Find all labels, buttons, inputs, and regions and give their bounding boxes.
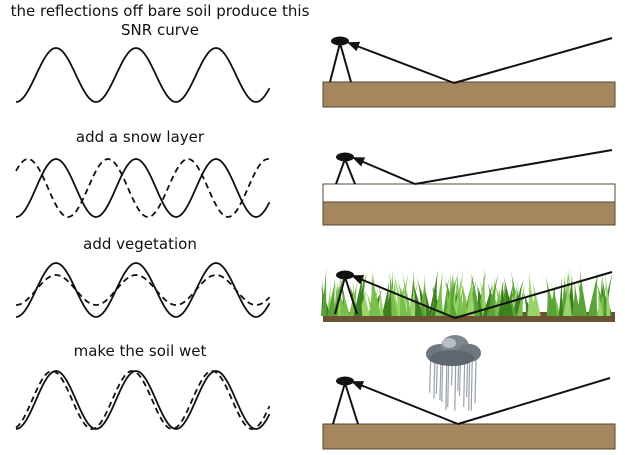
grass-blade bbox=[469, 269, 481, 316]
grass-blade bbox=[571, 280, 581, 316]
caption-bare-soil: the reflections off bare soil produce th… bbox=[0, 2, 320, 40]
grass-blade bbox=[387, 279, 398, 316]
grass-blade bbox=[457, 280, 463, 316]
grass-blade bbox=[512, 286, 519, 316]
grass-layer bbox=[320, 268, 613, 316]
scene-wet-soil bbox=[322, 335, 616, 450]
soil-layer bbox=[322, 201, 616, 226]
grass-blade bbox=[362, 286, 370, 316]
direct-signal-ray bbox=[454, 271, 613, 319]
grass-blade bbox=[587, 276, 597, 316]
rain-streak bbox=[470, 359, 473, 411]
grass-blade bbox=[397, 273, 409, 316]
grass-blade bbox=[411, 278, 423, 316]
grass-blade bbox=[578, 275, 588, 316]
caption-vegetation: add vegetation bbox=[83, 235, 197, 253]
grass-blade bbox=[527, 270, 536, 316]
grass-blade bbox=[419, 287, 426, 316]
grass-blade bbox=[492, 286, 502, 316]
rain-streak bbox=[458, 359, 462, 397]
rain-streak bbox=[441, 359, 444, 402]
snr-curve-vegetation bbox=[15, 274, 271, 306]
rain-streak bbox=[439, 359, 442, 401]
reflected-signal-ray bbox=[352, 157, 416, 185]
rain-streak bbox=[435, 359, 438, 394]
grass-blade bbox=[503, 275, 514, 316]
rain-streak bbox=[433, 359, 436, 399]
gps-antenna-icon bbox=[329, 36, 352, 83]
gps-antenna-icon bbox=[334, 270, 358, 315]
grass-blade bbox=[486, 273, 499, 316]
gps-antenna-icon bbox=[332, 376, 359, 425]
scene-snow bbox=[322, 149, 616, 226]
grass-blade bbox=[327, 277, 336, 316]
rain-streak bbox=[468, 359, 471, 411]
direct-signal-ray bbox=[457, 377, 611, 425]
grass-blade bbox=[558, 276, 563, 316]
caption-wet-soil: make the soil wet bbox=[73, 342, 207, 360]
grass-blade bbox=[564, 269, 572, 316]
storm-cloud-icon bbox=[426, 335, 481, 411]
snr-curve-bare-soil-reference bbox=[15, 370, 271, 430]
rain-streaks bbox=[429, 359, 477, 411]
grass-blade bbox=[604, 268, 611, 316]
caption-bare-soil-line2: SNR curve bbox=[121, 21, 199, 39]
snr-curve-bare-soil bbox=[15, 47, 271, 103]
grass-blade bbox=[336, 286, 348, 316]
grass-blade bbox=[353, 271, 364, 316]
grass-blade bbox=[498, 280, 508, 316]
scene-bare-soil bbox=[322, 36, 616, 108]
rain-streak bbox=[445, 359, 448, 411]
grass-blade bbox=[547, 283, 558, 316]
direct-signal-ray bbox=[453, 37, 613, 84]
rain-streak bbox=[447, 359, 450, 408]
grass-blade bbox=[466, 273, 475, 316]
caption-bare-soil-line1: the reflections off bare soil produce th… bbox=[10, 2, 310, 20]
snr-curve-wet-soil bbox=[15, 370, 271, 430]
snow-layer bbox=[322, 183, 616, 203]
soil-layer bbox=[322, 423, 616, 450]
grass-blade bbox=[400, 268, 412, 316]
snr-curve-bare-soil-reference bbox=[15, 158, 271, 218]
reflected-signal-ray bbox=[351, 381, 459, 425]
caption-snow: add a snow layer bbox=[75, 128, 205, 146]
rain-streak bbox=[463, 359, 466, 407]
grass-blade bbox=[597, 289, 604, 316]
grass-blade bbox=[589, 271, 599, 316]
rain-streak bbox=[466, 359, 469, 398]
direct-signal-ray bbox=[414, 149, 613, 185]
grass-blade bbox=[368, 272, 377, 316]
grass-blade bbox=[321, 268, 327, 316]
grass-blade bbox=[389, 279, 401, 316]
soil-layer bbox=[323, 312, 615, 322]
reflected-signal-ray bbox=[347, 41, 455, 84]
gps-antenna-icon bbox=[335, 152, 356, 185]
grass-blade bbox=[340, 286, 350, 316]
grass-blade bbox=[461, 284, 469, 316]
grass-blade bbox=[434, 270, 443, 316]
rain-streak bbox=[429, 359, 432, 393]
reflected-signal-ray bbox=[351, 275, 456, 319]
snr-curve-bare-soil-reference bbox=[15, 262, 271, 318]
snr-curve-snow bbox=[15, 158, 270, 218]
rain-streak bbox=[474, 359, 477, 404]
grass-blade bbox=[445, 274, 454, 316]
grass-blade bbox=[562, 268, 570, 316]
rain-streak bbox=[454, 359, 457, 411]
scene-vegetation bbox=[320, 268, 615, 322]
grass-blade bbox=[516, 283, 526, 316]
grass-blade bbox=[442, 277, 449, 316]
soil-layer bbox=[322, 81, 616, 108]
